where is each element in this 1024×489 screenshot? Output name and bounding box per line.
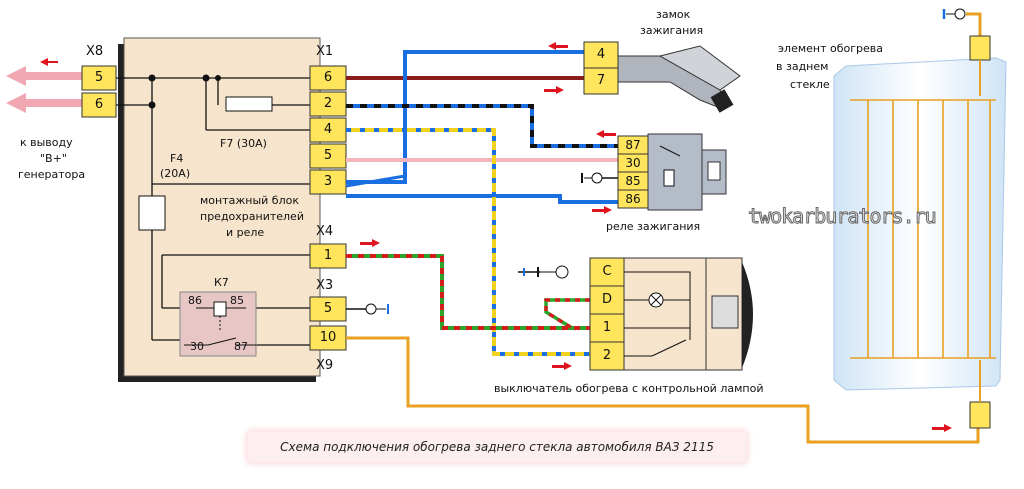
ignition-relay bbox=[617, 133, 727, 211]
ground-symbols bbox=[365, 8, 966, 315]
switch-label: выключатель обогрева с контрольной лампо… bbox=[494, 382, 764, 395]
x3-pin-5: 5 bbox=[323, 301, 333, 316]
x8-pin-5: 5 bbox=[94, 70, 104, 85]
block-label-line2: предохранителей bbox=[200, 210, 304, 223]
block-label-line3: и реле bbox=[226, 226, 265, 239]
k7-pin-86: 86 bbox=[188, 294, 202, 307]
lock-pin-4: 4 bbox=[596, 47, 606, 62]
heater-label-line3: стекле bbox=[790, 78, 830, 91]
relay-k7-label: К7 bbox=[214, 276, 229, 289]
ignition-lock-label-line1: замок bbox=[656, 8, 691, 21]
mounting-block bbox=[118, 37, 321, 382]
k7-pin-30: 30 bbox=[190, 340, 204, 353]
x4-label: X4 bbox=[316, 224, 334, 239]
x9-connector bbox=[309, 325, 347, 351]
generator-arrows bbox=[6, 66, 82, 113]
switch-pin-1: 1 bbox=[602, 320, 612, 335]
fuse-f7 bbox=[225, 96, 273, 112]
x9-pin-10: 10 bbox=[319, 330, 337, 345]
rear-glass-heater bbox=[833, 35, 1007, 429]
x1-pin-5: 5 bbox=[323, 148, 333, 163]
fuse-f4 bbox=[138, 195, 166, 231]
heater-label-line2: в заднем bbox=[776, 60, 829, 73]
x3-label: X3 bbox=[316, 278, 334, 293]
ignition-lock-label-line2: зажигания bbox=[640, 24, 704, 37]
generator-label-line3: генератора bbox=[18, 168, 86, 181]
k7-pin-85: 85 bbox=[230, 294, 244, 307]
direction-arrows bbox=[40, 42, 952, 432]
wires bbox=[345, 12, 982, 444]
ignition-lock bbox=[583, 41, 741, 113]
x4-pin-1: 1 bbox=[323, 248, 333, 263]
switch-pin-d: D bbox=[601, 292, 612, 307]
x9-label: X9 bbox=[316, 358, 334, 373]
x1-pin-4: 4 bbox=[323, 122, 333, 137]
k7-pin-87: 87 bbox=[234, 340, 248, 353]
fuse-f7-label: F7 (30А) bbox=[220, 137, 267, 150]
switch-pin-2: 2 bbox=[602, 348, 612, 363]
x8-connector bbox=[81, 65, 117, 118]
diagram-caption: Схема подключения обогрева заднего стекл… bbox=[248, 432, 746, 462]
x1-pin-2: 2 bbox=[323, 96, 333, 111]
x1-pin-3: 3 bbox=[323, 174, 333, 189]
fuse-f4-rating: (20А) bbox=[160, 167, 191, 180]
lock-pin-7: 7 bbox=[596, 73, 606, 88]
x1-label: X1 bbox=[316, 44, 334, 59]
relay-pin-85: 85 bbox=[625, 174, 641, 188]
generator-label-line2: "В+" bbox=[40, 152, 67, 165]
ignition-relay-label: реле зажигания bbox=[606, 220, 701, 233]
fuse-f4-label: F4 bbox=[170, 152, 184, 165]
relay-pin-30: 30 bbox=[625, 156, 641, 170]
heater-label-line1: элемент обогрева bbox=[778, 42, 883, 55]
x4-connector bbox=[309, 243, 347, 269]
x8-label: X8 bbox=[86, 44, 104, 59]
block-label-line1: монтажный блок bbox=[200, 194, 299, 207]
watermark: twokarburators.ru bbox=[748, 204, 938, 229]
relay-pin-86: 86 bbox=[625, 192, 641, 206]
relay-k7 bbox=[179, 291, 257, 357]
relay-pin-87: 87 bbox=[625, 138, 641, 152]
x8-pin-6: 6 bbox=[94, 97, 104, 112]
junction-dots bbox=[148, 74, 221, 109]
generator-label-line1: к выводу bbox=[20, 136, 73, 149]
heater-switch bbox=[589, 257, 753, 371]
x3-connector bbox=[309, 296, 347, 322]
switch-pin-c: C bbox=[602, 264, 612, 279]
x1-pin-6: 6 bbox=[323, 70, 333, 85]
